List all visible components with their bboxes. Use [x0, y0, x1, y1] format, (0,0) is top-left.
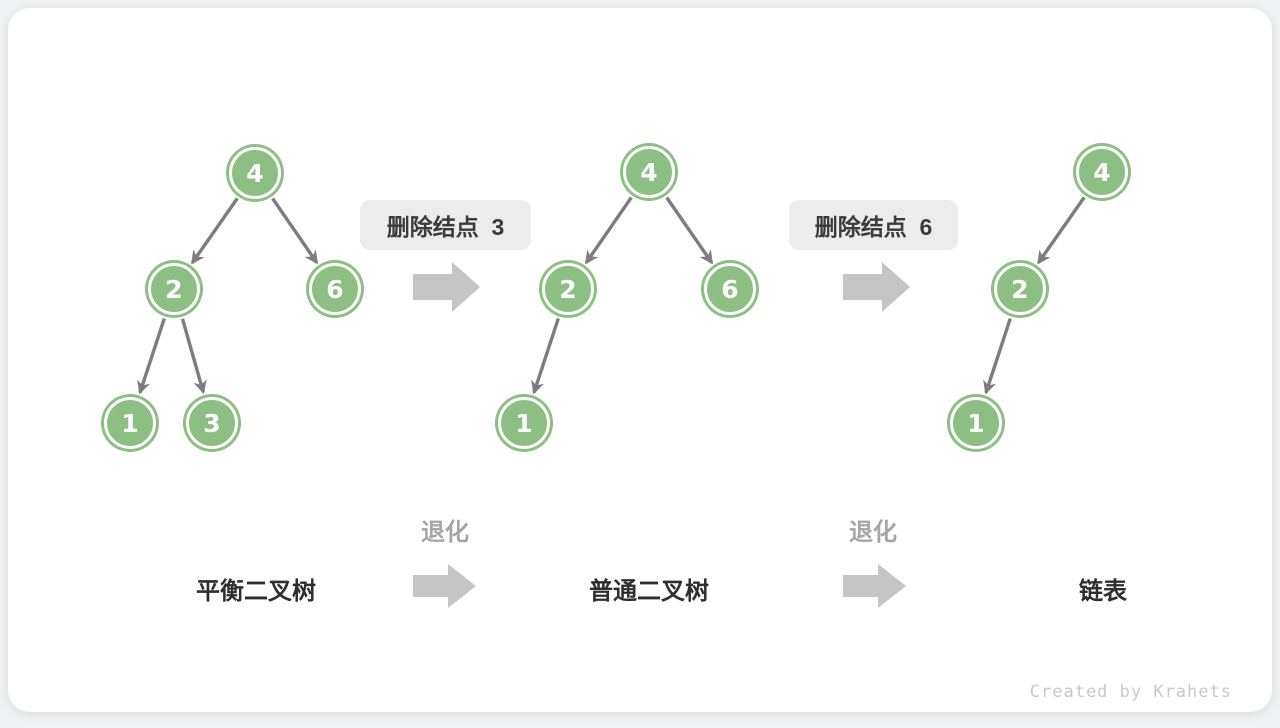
tree3-edge-4-2: [1037, 196, 1086, 265]
caption-balanced-binary-tree: 平衡二叉树: [196, 578, 316, 605]
tree1-node-2: 2: [148, 263, 200, 315]
tree2-node-2: 2: [542, 263, 594, 315]
tree1-node-3: 3: [186, 397, 238, 449]
tree1-node-6: 6: [309, 263, 361, 315]
tree3-edge-2-1: [983, 317, 1012, 395]
edges-and-arrows-canvas: [137, 196, 1086, 608]
tree1-edge-2-3: [180, 318, 207, 395]
caption-linked-list: 链表: [1079, 578, 1127, 605]
tree3-node-1: 1: [950, 397, 1002, 449]
tree2-edge-4-6: [665, 196, 714, 265]
delete-node-6-label: 删除结点 6: [789, 200, 958, 250]
tree3-node-2: 2: [994, 263, 1046, 315]
diagram-card: 4 2 6 1 3 4 2 6 1 4 2 1 删除结点 3 删除结点 6 退化…: [8, 8, 1272, 712]
transition-arrow-1: [413, 262, 480, 312]
degrade-label-1: 退化: [421, 519, 469, 546]
tree1-node-1: 1: [104, 397, 156, 449]
tree2-node-4: 4: [623, 146, 675, 198]
tree3-node-4: 4: [1076, 146, 1128, 198]
degrade-label-2: 退化: [849, 519, 897, 546]
watermark-credit: Created by Krahets: [1029, 682, 1232, 702]
delete-node-3-label: 删除结点 3: [360, 200, 531, 250]
tree1-node-4: 4: [229, 147, 281, 199]
tree2-node-6: 6: [704, 263, 756, 315]
tree1-edge-4-2: [190, 197, 239, 265]
tree1-edge-4-6: [271, 197, 319, 265]
degrade-arrow-2: [843, 564, 906, 608]
caption-ordinary-binary-tree: 普通二叉树: [589, 578, 709, 605]
tree2-node-1: 1: [498, 397, 550, 449]
transition-arrow-2: [843, 262, 910, 312]
tree2-edge-2-1: [531, 317, 560, 395]
degrade-arrow-1: [413, 564, 476, 608]
tree2-edge-4-2: [584, 196, 633, 265]
tree1-edge-2-1: [137, 317, 166, 395]
